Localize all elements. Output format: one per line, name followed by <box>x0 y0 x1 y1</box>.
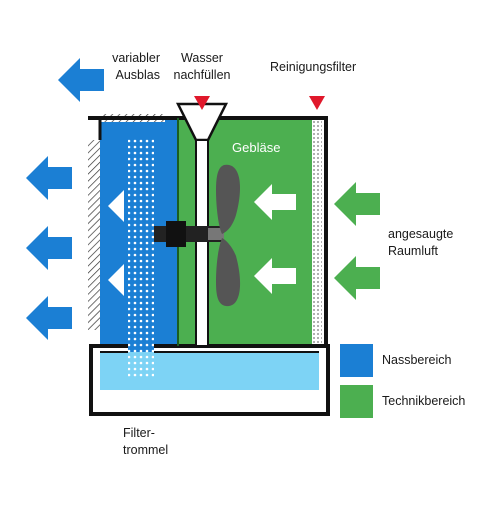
filter-drum-line-2: trommel <box>123 443 169 457</box>
filter-drum <box>128 138 154 378</box>
filter-drum-line-1: Filter- <box>123 426 155 440</box>
inner-air-arrow-2 <box>108 264 124 296</box>
inner-intake-arrow-2 <box>254 258 296 294</box>
air-outlet-arrow-icon <box>26 58 104 340</box>
air-intake-arrow-icon <box>334 182 380 300</box>
outlet-label: variabler Ausblas <box>98 50 160 84</box>
water-refill-line-1: Wasser <box>181 51 223 65</box>
marker-triangle-icon <box>194 96 210 110</box>
cleaning-filter-label: Reinigungsfilter <box>270 59 380 76</box>
fan-blade-icon <box>216 164 241 307</box>
outlet-grille <box>88 140 100 330</box>
fan-label: Gebläse <box>232 140 280 155</box>
motor-hub <box>166 221 186 247</box>
inner-intake-arrow-1 <box>254 184 296 220</box>
intake-air-line-1: angesaugte <box>388 227 454 241</box>
intake-air-line-2: Raumluft <box>388 244 439 258</box>
legend-swatch-wet <box>340 344 373 377</box>
water-refill-line-2: nachfüllen <box>173 68 231 82</box>
legend-label-technical: Technikbereich <box>382 394 466 408</box>
cleaning-filter-text: Reinigungsfilter <box>270 60 357 74</box>
filter-drum-label: Filter- trommel <box>123 425 203 459</box>
motor-hub-gray <box>208 228 224 240</box>
inner-air-arrow-1 <box>108 190 124 222</box>
filter-drum-submerged <box>128 352 154 378</box>
intake-air-label: angesaugte Raumluft <box>388 226 488 260</box>
funnel-icon <box>175 102 229 347</box>
legend-swatch-technical <box>340 385 373 418</box>
cleaning-filter <box>312 118 322 346</box>
water-refill-label: Wasser nachfüllen <box>168 50 236 84</box>
marker-triangle-icon-2 <box>309 96 325 110</box>
outlet-label-line-1: variabler <box>112 51 160 65</box>
legend-label-wet: Nassbereich <box>382 353 452 367</box>
outlet-label-line-2: Ausblas <box>115 68 160 82</box>
